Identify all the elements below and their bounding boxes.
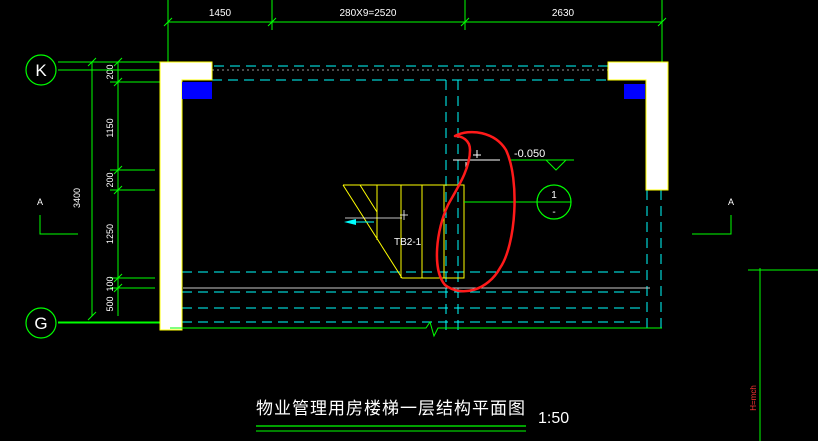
drawing-scale: 1:50 — [538, 410, 569, 427]
wall-right[interactable] — [607, 61, 669, 191]
dim-left-2: 1150 — [105, 118, 115, 137]
elevation-mark[interactable]: -0.050 — [453, 148, 574, 172]
dim-left-3: 200 — [105, 172, 115, 187]
detail-sheet: - — [552, 207, 555, 218]
dim-left-total: 3400 — [72, 188, 82, 208]
red-markup-circle — [435, 130, 516, 293]
stair-label: TB2-1 — [394, 237, 422, 248]
section-mark-right-label: A — [728, 197, 734, 207]
axis-k-marker[interactable]: K — [25, 54, 170, 86]
axis-k-label: K — [35, 61, 47, 80]
left-dimension-group — [58, 57, 168, 323]
axis-g-marker[interactable]: G — [25, 307, 170, 339]
elevation-value: -0.050 — [514, 148, 545, 160]
wall-left[interactable] — [159, 61, 213, 331]
right-edge-lines — [748, 268, 818, 441]
dim-top-2: 280X9=2520 — [339, 8, 396, 19]
dim-left-4: 1250 — [105, 224, 115, 244]
top-dimension-group — [163, 0, 667, 62]
axis-g-label: G — [34, 314, 47, 333]
beam-lines — [162, 65, 662, 330]
dim-left-6: 500 — [105, 296, 115, 311]
dim-top-3: 2630 — [552, 8, 575, 19]
detail-number: 1 — [551, 190, 557, 201]
dim-top-1: 1450 — [209, 8, 232, 19]
stair-walkline — [345, 210, 408, 220]
column-left[interactable] — [182, 82, 212, 99]
dim-left-1: 200 — [105, 64, 115, 79]
drawing-title: 物业管理用房楼梯一层结构平面图 — [256, 399, 526, 419]
column-right[interactable] — [624, 84, 645, 99]
dim-left-5: 100 — [105, 276, 115, 291]
section-mark-right[interactable] — [692, 215, 732, 235]
stair-outline[interactable] — [342, 184, 465, 279]
section-mark-left-label: A — [37, 197, 43, 207]
break-mark — [170, 320, 662, 338]
detail-callout[interactable]: 1 - — [536, 184, 572, 220]
stair-arrow — [344, 219, 374, 225]
height-note: H=mch — [749, 385, 758, 411]
section-mark-left[interactable] — [39, 215, 78, 235]
